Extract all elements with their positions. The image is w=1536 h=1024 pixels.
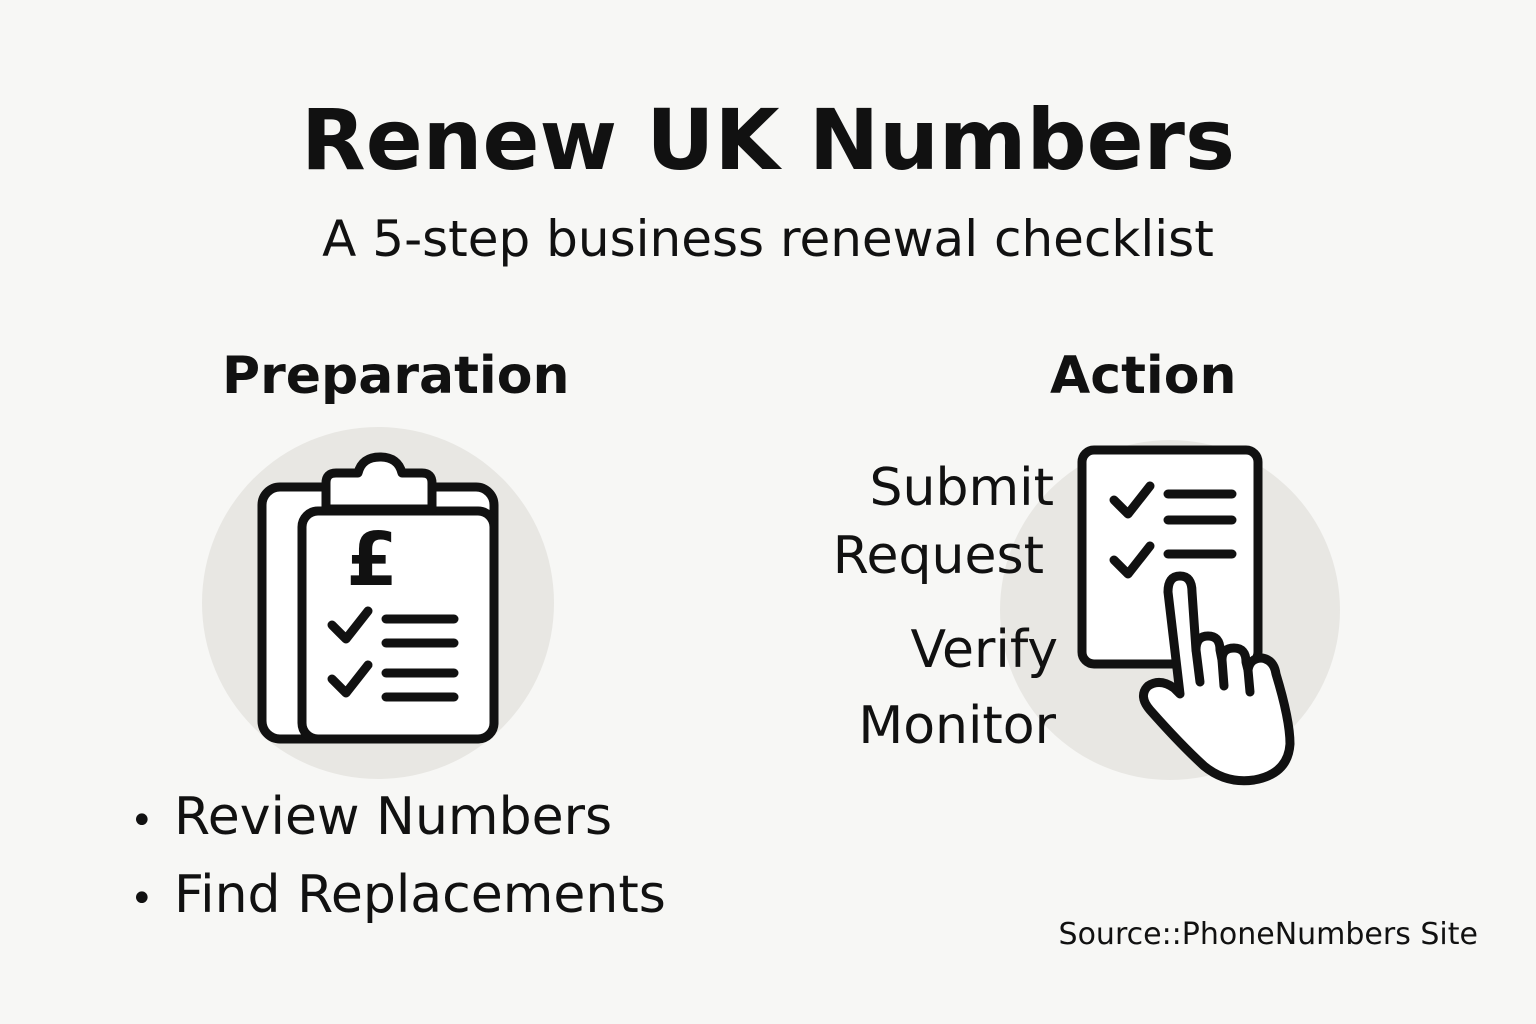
step-monitor: Monitor	[858, 696, 1056, 756]
step-verify: Verify	[910, 620, 1058, 680]
action-heading: Action	[1050, 346, 1237, 406]
preparation-list: •Review Numbers •Find Replacements	[130, 780, 666, 936]
clipboard-pound-checklist-icon: £	[200, 425, 560, 785]
bullet-icon: •	[130, 876, 154, 922]
preparation-heading: Preparation	[222, 346, 570, 406]
page-subtitle: A 5-step business renewal checklist	[322, 210, 1214, 268]
checklist-hand-pointer-icon	[990, 430, 1350, 800]
page-title: Renew UK Numbers	[301, 91, 1235, 189]
list-item: •Find Replacements	[130, 858, 666, 936]
step-submit: Submit	[869, 458, 1054, 518]
svg-text:£: £	[346, 517, 398, 603]
step-request: Request	[832, 526, 1044, 586]
list-item: •Review Numbers	[130, 780, 666, 858]
source-credit: Source::PhoneNumbers Site	[1058, 917, 1478, 952]
bullet-icon: •	[130, 798, 154, 844]
